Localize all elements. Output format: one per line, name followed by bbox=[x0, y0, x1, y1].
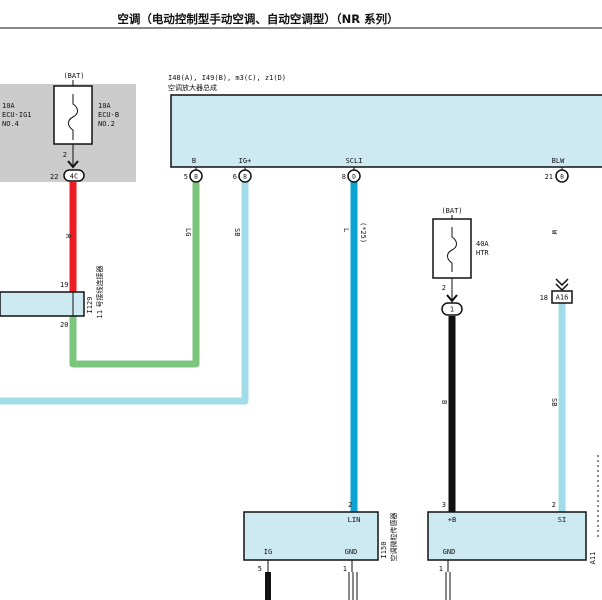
fuse-left-no: NO.4 bbox=[2, 120, 19, 128]
htr-fuse-rating: 40A bbox=[476, 240, 489, 248]
sensor-code: I150 bbox=[380, 542, 388, 559]
sensor-pin-lin: 2 bbox=[348, 501, 352, 509]
junction-pin-in: 19 bbox=[60, 281, 68, 289]
amp-pin8-num: 8 bbox=[342, 173, 346, 181]
amp-pin8-conn: D bbox=[352, 174, 356, 181]
fuse-symbol-icon bbox=[68, 94, 78, 140]
fuse-box-connector bbox=[63, 169, 85, 182]
htr-fuse-name: HTR bbox=[476, 249, 489, 257]
htr-fuse-connector bbox=[441, 302, 463, 316]
fuse-right-rating: 10A bbox=[98, 102, 111, 110]
a16-arrow-top-icon bbox=[555, 278, 569, 287]
blower-body bbox=[427, 511, 587, 561]
htr-fuse-connector-label: 1 bbox=[450, 306, 454, 314]
htr-connector-arrow-icon bbox=[446, 294, 458, 303]
blower-term-gnd: GND bbox=[443, 548, 456, 556]
amplifier-codes: I48(A), I49(B), m3(C), z1(D) bbox=[168, 74, 286, 82]
amp-pin5-num: 5 bbox=[184, 173, 188, 181]
amp-pin8-connector bbox=[347, 169, 361, 183]
fuse-right-name: ECU-B bbox=[98, 111, 119, 119]
connector-arrow-icon bbox=[67, 160, 79, 169]
fuse-box-connector-label: 4C bbox=[70, 173, 78, 181]
blower-term-b: +B bbox=[448, 516, 456, 524]
blower-pin-b: 3 bbox=[442, 501, 446, 509]
wire-lg bbox=[69, 182, 200, 368]
fuse-box-bat: (BAT) bbox=[63, 72, 84, 80]
junction-name: 11 号接线连接器 bbox=[95, 265, 104, 318]
blower-pin-si: 2 bbox=[552, 501, 556, 509]
sensor-body bbox=[243, 511, 379, 561]
junction-pin-out: 20 bbox=[60, 321, 68, 329]
htr-fuse-bat: (BAT) bbox=[441, 207, 462, 215]
sensor-pin-gnd: 1 bbox=[343, 565, 347, 573]
fuse-right-no: NO.2 bbox=[98, 120, 115, 128]
a16-arrow-bottom-icon bbox=[555, 283, 569, 292]
wire-w-label: W bbox=[550, 230, 558, 235]
wire-l-note: (*25) bbox=[359, 222, 367, 243]
blower-code: A11 bbox=[589, 552, 597, 565]
sensor-name: 空调微粒传感器 bbox=[389, 513, 398, 562]
amp-pin21-conn: B bbox=[560, 174, 564, 181]
wire-sb-label: SB bbox=[233, 228, 241, 236]
wire-lg-label: LG bbox=[184, 228, 192, 236]
htr-fuse-symbol-icon bbox=[447, 227, 457, 272]
diagram-title: 空调（电动控制型手动空调、自动空调型）（NR 系列） bbox=[117, 12, 398, 26]
amp-pin5-connector bbox=[189, 169, 203, 183]
amp-pin6-conn: B bbox=[243, 174, 247, 181]
amplifier-body bbox=[170, 94, 602, 168]
fuse-box-pin-num: 22 bbox=[50, 173, 58, 181]
amplifier-term-scli: SCLI bbox=[346, 157, 363, 165]
junction-code: I129 bbox=[86, 297, 94, 314]
sensor-pin-ig: 5 bbox=[258, 565, 262, 573]
amp-pin5-conn: B bbox=[194, 174, 198, 181]
amp-pin6-num: 6 bbox=[233, 173, 237, 181]
sensor-term-lin: LIN bbox=[348, 516, 361, 524]
a16-connector bbox=[551, 290, 573, 304]
amp-pin6-connector bbox=[238, 169, 252, 183]
fuse-left-name: ECU-IG1 bbox=[2, 111, 32, 119]
fuse-left-rating: 10A bbox=[2, 102, 15, 110]
amplifier-term-igp: IG+ bbox=[239, 157, 252, 165]
amp-pin21-num: 21 bbox=[545, 173, 553, 181]
a16-connector-label: A16 bbox=[556, 294, 569, 302]
sensor-term-ig: IG bbox=[264, 548, 272, 556]
junction-connector-body bbox=[0, 291, 85, 317]
amplifier-term-blw: BLW bbox=[552, 157, 565, 165]
wire-l-label: L bbox=[342, 228, 350, 232]
wire-b-label: B bbox=[440, 400, 448, 404]
a16-pin: 18 bbox=[540, 294, 548, 302]
wire-sb bbox=[0, 182, 249, 405]
amplifier-name: 空调放大器总成 bbox=[168, 83, 217, 92]
blower-term-si: SI bbox=[558, 516, 566, 524]
htr-fuse-pin-top: 2 bbox=[442, 284, 446, 292]
wire-sb2-label: SB bbox=[550, 398, 558, 406]
wire-r-label: R bbox=[64, 234, 72, 239]
amplifier-term-b: B bbox=[192, 157, 196, 165]
sensor-term-gnd: GND bbox=[345, 548, 358, 556]
blower-pin-gnd: 1 bbox=[439, 565, 443, 573]
amp-pin21-connector bbox=[555, 169, 569, 183]
fuse-box-pin-top: 2 bbox=[63, 151, 67, 159]
